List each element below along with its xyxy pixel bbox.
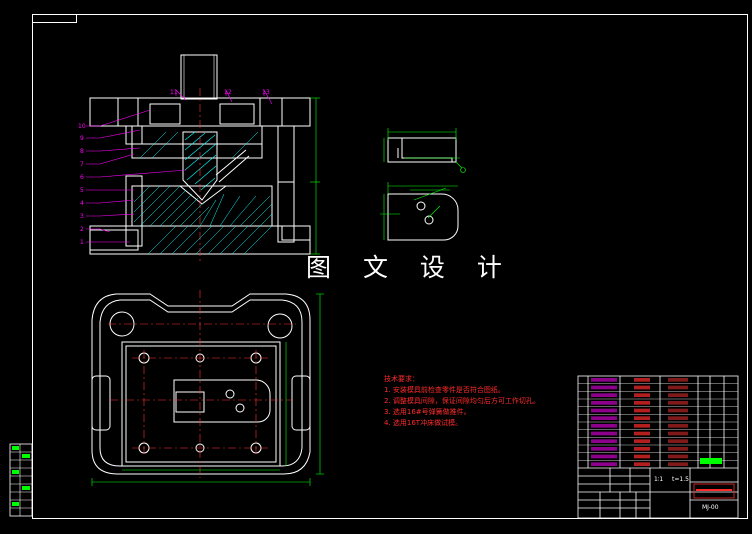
title-block-logo — [693, 483, 735, 499]
part-label: 3 — [80, 213, 84, 220]
top-label: 12 — [224, 89, 232, 96]
technical-requirements: 技术要求： 1. 安装模具前检查零件是否符合图纸。 2. 调整模具间隙，保证间隙… — [384, 374, 574, 429]
plan-view — [91, 293, 311, 475]
part-side-dims — [383, 128, 466, 173]
parts-list-code-mark — [634, 385, 650, 390]
top-label: 11 — [170, 89, 178, 96]
parts-list-name-mark — [591, 462, 617, 466]
die-hatching — [133, 131, 273, 255]
parts-list-code-mark — [634, 416, 650, 420]
part-label: 6 — [80, 174, 84, 181]
watermark-text: 图 文 设 计 — [306, 253, 514, 282]
title-block-scale: 1∶1 — [654, 476, 664, 483]
parts-list-material-mark — [668, 408, 688, 413]
front-section-view — [89, 54, 311, 262]
part-label: 10 — [78, 123, 86, 130]
parts-list-material-mark — [668, 431, 688, 436]
tech-req-item: 1. 安装模具前检查零件是否符合图纸。 — [384, 386, 505, 394]
parts-list-code-mark — [634, 378, 650, 382]
part-label: 9 — [80, 135, 84, 142]
part-label: 2 — [80, 226, 84, 233]
parts-list-rows — [578, 383, 738, 461]
parts-list-code-mark — [634, 408, 650, 413]
parts-list-name-mark — [591, 424, 617, 428]
parts-list-code-mark — [634, 401, 650, 405]
part-top-dims — [380, 182, 458, 240]
parts-list-name-mark — [591, 431, 617, 436]
plan-dimensions — [91, 293, 324, 486]
tech-req-item: 3. 选用16#号弹簧做推件。 — [384, 408, 471, 416]
top-label: 13 — [262, 89, 270, 96]
tech-req-title: 技术要求： — [384, 375, 419, 383]
drawing-border — [32, 14, 748, 519]
left-revision-block — [9, 443, 33, 517]
parts-list-material-mark — [668, 401, 688, 405]
part-label: 4 — [80, 200, 84, 207]
parts-list-name-mark — [591, 393, 617, 397]
parts-list-material-mark — [668, 393, 688, 397]
parts-list-name-mark — [591, 416, 617, 420]
parts-list-material-mark — [668, 462, 688, 466]
top-tab — [32, 14, 77, 23]
part-label: 8 — [80, 148, 84, 155]
parts-list-material-mark — [668, 385, 688, 390]
title-block-drawing-no: MJ-00 — [702, 504, 719, 511]
part-top-view — [387, 193, 459, 241]
parts-list-material-mark — [668, 439, 688, 443]
part-leaders — [86, 88, 273, 243]
parts-list-code-mark — [634, 439, 650, 443]
tech-req-item: 2. 调整模具间隙，保证间隙均匀后方可工作切孔。 — [384, 397, 540, 405]
title-block-thickness: t=1.5 — [672, 476, 689, 483]
section-height-dimension — [310, 97, 320, 255]
parts-list-material-mark — [668, 454, 688, 459]
plan-center-lines — [108, 290, 296, 478]
parts-list-name-mark — [591, 408, 617, 413]
part-label: 7 — [80, 161, 84, 168]
parts-list-name-mark — [591, 378, 617, 382]
parts-list-name-mark — [591, 439, 617, 443]
parts-list-name-mark — [591, 447, 617, 451]
parts-list-material-mark — [668, 424, 688, 428]
parts-list-material-mark — [668, 447, 688, 451]
parts-list-code-mark — [634, 454, 650, 459]
parts-list-entries — [591, 378, 722, 466]
parts-list-code-mark — [634, 393, 650, 397]
parts-list-name-mark — [591, 385, 617, 390]
parts-list-code-mark — [634, 424, 650, 428]
part-label-group: 10 9 8 7 6 5 4 3 2 1 11 12 13 — [78, 89, 270, 246]
part-label: 1 — [80, 239, 84, 246]
parts-list-code-mark — [634, 462, 650, 466]
tech-req-item: 4. 选用16T冲床做试模。 — [384, 419, 463, 427]
parts-list-name-mark — [591, 454, 617, 459]
parts-list-material-mark — [668, 416, 688, 420]
parts-list-mark — [700, 458, 722, 464]
parts-list-code-mark — [634, 447, 650, 451]
part-label: 5 — [80, 187, 84, 194]
part-side-view — [387, 137, 457, 163]
parts-list-code-mark — [634, 431, 650, 436]
parts-list-name-mark — [591, 401, 617, 405]
parts-list-material-mark — [668, 378, 688, 382]
